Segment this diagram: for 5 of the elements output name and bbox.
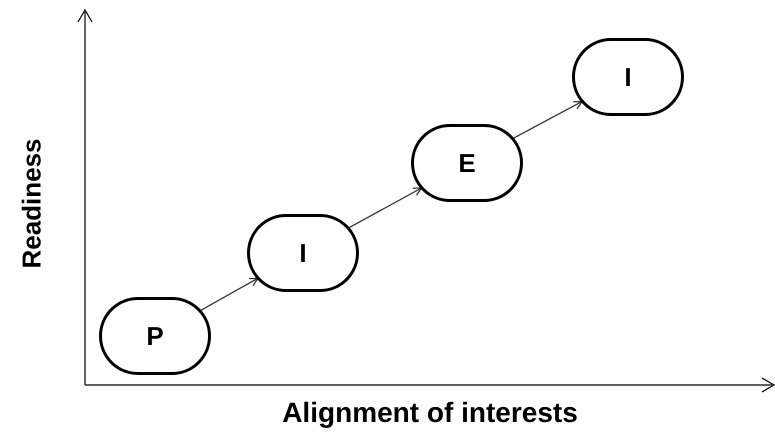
arrow — [200, 278, 259, 312]
axis-label: Readiness — [16, 137, 48, 271]
axis-label: Alignment of interests — [281, 396, 579, 430]
arrow — [348, 187, 422, 229]
arrow — [512, 100, 583, 140]
